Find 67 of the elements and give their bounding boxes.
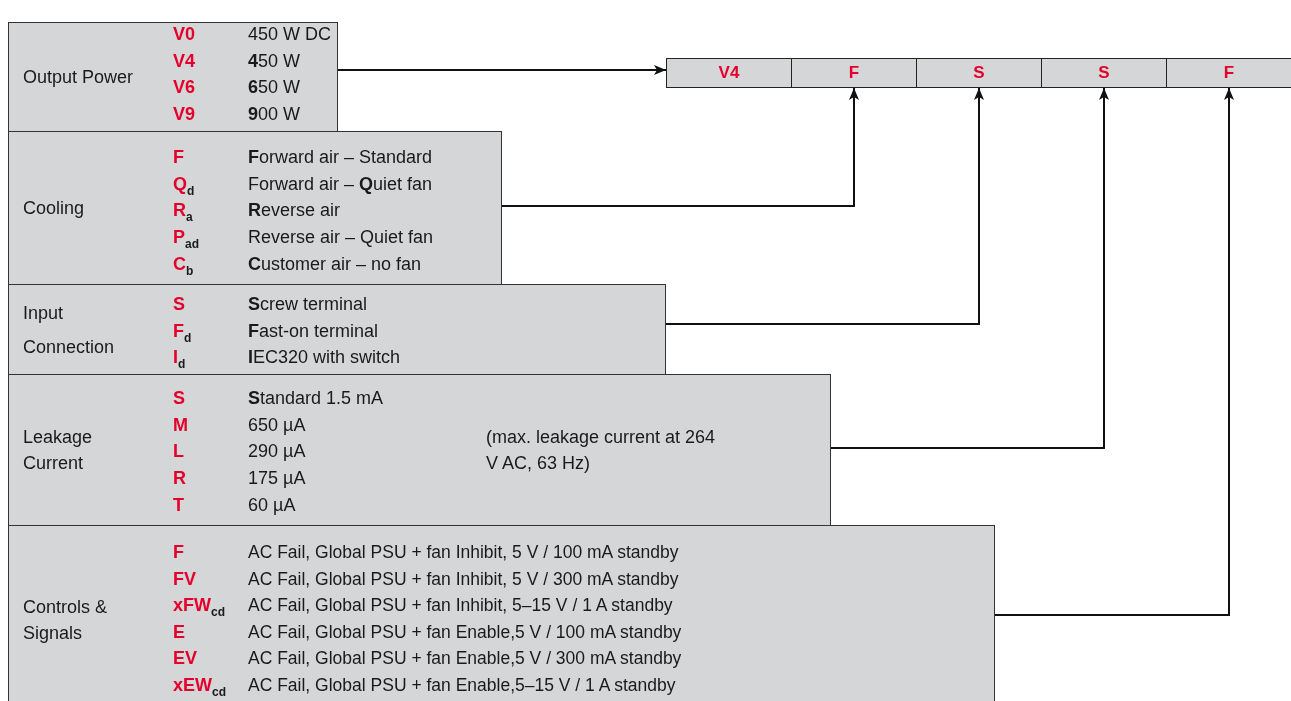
option-code: Q$_{d}$ — [173, 172, 195, 200]
option-code: F — [173, 541, 184, 563]
category-panel — [8, 374, 831, 526]
option-code: C$_{b}$ — [173, 252, 194, 280]
code-cell: V4 — [666, 58, 792, 88]
option-description: 290 µA — [248, 440, 306, 463]
category-heading: Input Connection — [23, 301, 116, 359]
option-code: E — [173, 620, 185, 643]
option-code: F$_{d}$ — [173, 319, 192, 347]
option-code: P$_{ad}$ — [173, 226, 200, 253]
option-code: R — [173, 467, 186, 490]
code-cell: S — [916, 58, 1042, 88]
option-description: Standard 1.5 mA — [248, 387, 384, 409]
option-description: Screw terminal — [248, 293, 368, 315]
connector-arrow — [337, 65, 667, 75]
option-code: V9 — [173, 103, 196, 126]
category-heading: Cooling — [23, 197, 86, 220]
option-description: Reverse air – Quiet fan — [248, 226, 434, 249]
option-description: Forward air – Quiet fan — [248, 172, 433, 195]
category-panel — [8, 22, 338, 132]
option-description: 650 W — [248, 76, 301, 99]
option-code: F — [173, 146, 184, 168]
option-code: FV — [173, 567, 196, 590]
option-code: V6 — [173, 76, 196, 99]
option-code: R$_{a}$ — [173, 199, 193, 226]
option-code: I$_{d}$ — [173, 346, 186, 373]
option-code: S — [173, 293, 185, 315]
option-description: 175 µA — [248, 467, 306, 490]
option-code: T — [173, 493, 184, 516]
option-description: Customer air – no fan — [248, 252, 422, 275]
connector-arrow — [665, 87, 984, 325]
option-description: Fast-on terminal — [248, 319, 379, 342]
option-code: L — [173, 440, 184, 463]
option-code: V4 — [173, 49, 196, 72]
category-heading: Output Power — [23, 66, 135, 89]
option-code: S — [173, 387, 185, 409]
category-panel — [8, 525, 995, 701]
option-description: AC Fail, Global PSU + fan Enable,5 V / 300 mA standby — [248, 647, 682, 670]
option-description: Reverse air — [248, 199, 341, 222]
option-description: 60 µA — [248, 493, 296, 516]
option-description: AC Fail, Global PSU + fan Inhibit, 5 V / 100 mA standby — [248, 541, 679, 563]
category-panel — [8, 131, 502, 285]
option-description: 450 W DC — [248, 23, 332, 45]
option-description: AC Fail, Global PSU + fan Inhibit, 5–15 V / 1 A standby — [248, 594, 673, 617]
option-description: AC Fail, Global PSU + fan Enable,5 V / 100 mA standby — [248, 620, 682, 643]
option-code: V0 — [173, 23, 196, 45]
note-text: (max. leakage current at 264 V AC, 63 Hz) — [486, 426, 717, 475]
option-description: 900 W — [248, 103, 301, 126]
connector-arrow — [830, 87, 1109, 449]
option-description: AC Fail, Global PSU + fan Enable,5–15 V / 1 A standby — [248, 674, 676, 696]
option-code: xEW$_{cd}$ — [173, 674, 227, 701]
option-description: IEC320 with switch — [248, 346, 401, 368]
option-description: AC Fail, Global PSU + fan Inhibit, 5 V / 300 mA standby — [248, 567, 679, 590]
option-description: Forward air – Standard — [248, 146, 433, 168]
option-description: 450 W — [248, 49, 301, 72]
connector-arrow — [501, 87, 859, 207]
option-description: 650 µA — [248, 413, 306, 436]
code-cell: S — [1041, 58, 1167, 88]
category-heading: Leakage Current — [23, 426, 94, 475]
code-cell: F — [1166, 58, 1291, 88]
code-cell: F — [791, 58, 917, 88]
option-code: EV — [173, 647, 197, 670]
category-heading: Controls & Signals — [23, 596, 109, 645]
option-code: xFW$_{cd}$ — [173, 594, 225, 621]
connector-arrow — [994, 87, 1234, 616]
category-panel — [8, 284, 666, 375]
option-code: M — [173, 413, 188, 436]
